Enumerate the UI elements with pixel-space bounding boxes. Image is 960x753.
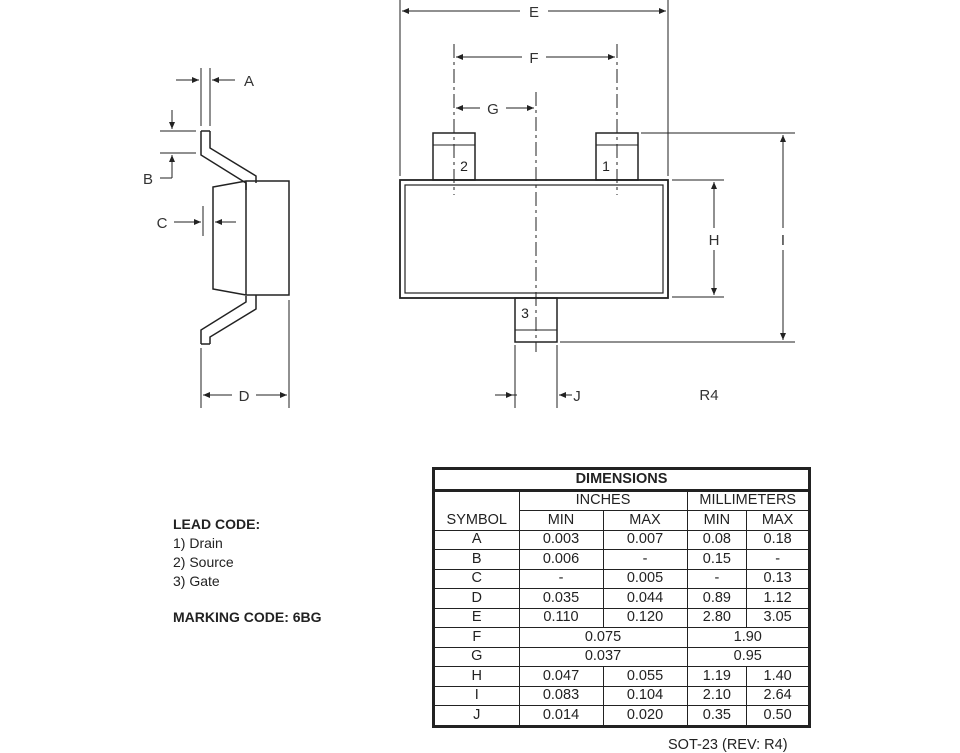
label-j: J (573, 388, 581, 405)
label-a: A (244, 73, 254, 90)
cell-value: 0.007 (602, 529, 688, 550)
cell-value: 0.104 (602, 685, 688, 706)
cell-symbol: D (433, 588, 520, 609)
cell-value: - (746, 549, 810, 570)
cell-value: 0.120 (602, 607, 688, 628)
col-header-in-min: MIN (518, 510, 604, 531)
cell-symbol: E (433, 607, 520, 628)
table-row: D 0.035 0.044 0.89 1.12 (433, 588, 810, 609)
pin-2-label: 2 (460, 158, 468, 174)
table-corner (433, 489, 520, 511)
lead-code-item: 2) Source (173, 554, 234, 570)
col-header-mm-max: MAX (746, 510, 810, 531)
dimensions-table: DIMENSIONS INCHES MILLIMETERS SYMBOL MIN… (432, 467, 811, 728)
cell-symbol: A (433, 529, 520, 550)
label-d: D (239, 388, 250, 405)
cell-value: - (602, 549, 688, 570)
cell-value: 0.89 (686, 588, 748, 609)
label-f: F (529, 50, 538, 67)
cell-symbol: B (433, 549, 520, 570)
cell-value: 2.80 (686, 607, 748, 628)
cell-value: 1.12 (746, 588, 810, 609)
side-view (160, 68, 290, 408)
cell-symbol: G (433, 646, 520, 667)
cell-value: 2.64 (746, 685, 810, 706)
lead-code-block: LEAD CODE: 1) Drain 2) Source 3) Gate (173, 515, 260, 591)
inches-header: INCHES (518, 489, 688, 511)
cell-value: 0.005 (602, 568, 688, 589)
millimeters-header: MILLIMETERS (686, 489, 810, 511)
cell-value: 0.50 (746, 705, 810, 727)
cell-value: 0.035 (518, 588, 604, 609)
marking-code: MARKING CODE: 6BG (173, 609, 322, 625)
cell-value: 1.90 (686, 627, 810, 648)
table-row: C - 0.005 - 0.13 (433, 568, 810, 589)
table-row: A 0.003 0.007 0.08 0.18 (433, 529, 810, 550)
col-header-in-max: MAX (602, 510, 688, 531)
pin-1-label: 1 (602, 158, 610, 174)
cell-value: 0.35 (686, 705, 748, 727)
lead-code-item: 1) Drain (173, 535, 223, 551)
cell-symbol: I (433, 685, 520, 706)
label-g: G (487, 101, 499, 118)
cell-value: 0.15 (686, 549, 748, 570)
label-e: E (529, 4, 539, 21)
revision-mark: R4 (699, 387, 718, 404)
table-title: DIMENSIONS (433, 468, 810, 492)
col-header-mm-min: MIN (686, 510, 748, 531)
pin-3-label: 3 (521, 305, 529, 321)
table-row: E 0.110 0.120 2.80 3.05 (433, 607, 810, 628)
cell-value: 0.075 (518, 627, 688, 648)
cell-symbol: J (433, 705, 520, 727)
table-row: B 0.006 - 0.15 - (433, 549, 810, 570)
cell-symbol: F (433, 627, 520, 648)
cell-value: - (686, 568, 748, 589)
package-body (399, 179, 669, 299)
label-b: B (143, 171, 153, 188)
cell-value: 0.055 (602, 666, 688, 687)
table-row: H 0.047 0.055 1.19 1.40 (433, 666, 810, 687)
label-h: H (709, 232, 720, 249)
cell-value: 0.18 (746, 529, 810, 550)
table-row: F 0.075 1.90 (433, 627, 810, 648)
cell-value: 0.047 (518, 666, 604, 687)
table-row: J 0.014 0.020 0.35 0.50 (433, 705, 810, 727)
marking-code-block: MARKING CODE: 6BG (173, 608, 322, 627)
label-i: I (781, 232, 785, 249)
cell-value: 1.19 (686, 666, 748, 687)
cell-value: 0.13 (746, 568, 810, 589)
cell-value: 0.003 (518, 529, 604, 550)
cell-value: 0.95 (686, 646, 810, 667)
cell-value: 1.40 (746, 666, 810, 687)
top-view (399, 0, 795, 408)
cell-value: 0.037 (518, 646, 688, 667)
package-revision-footer: SOT-23 (REV: R4) (668, 737, 788, 753)
cell-value: - (518, 568, 604, 589)
cell-symbol: H (433, 666, 520, 687)
cell-value: 3.05 (746, 607, 810, 628)
cell-value: 0.110 (518, 607, 604, 628)
cell-value: 0.006 (518, 549, 604, 570)
cell-value: 0.020 (602, 705, 688, 727)
lead-code-item: 3) Gate (173, 573, 220, 589)
table-row: G 0.037 0.95 (433, 646, 810, 667)
cell-value: 0.044 (602, 588, 688, 609)
table-row: I 0.083 0.104 2.10 2.64 (433, 685, 810, 706)
lead-code-title: LEAD CODE: (173, 516, 261, 532)
cell-symbol: C (433, 568, 520, 589)
cell-value: 0.083 (518, 685, 604, 706)
cell-value: 0.014 (518, 705, 604, 727)
label-c: C (157, 215, 168, 232)
cell-value: 0.08 (686, 529, 748, 550)
col-header-symbol: SYMBOL (433, 510, 520, 531)
cell-value: 2.10 (686, 685, 748, 706)
